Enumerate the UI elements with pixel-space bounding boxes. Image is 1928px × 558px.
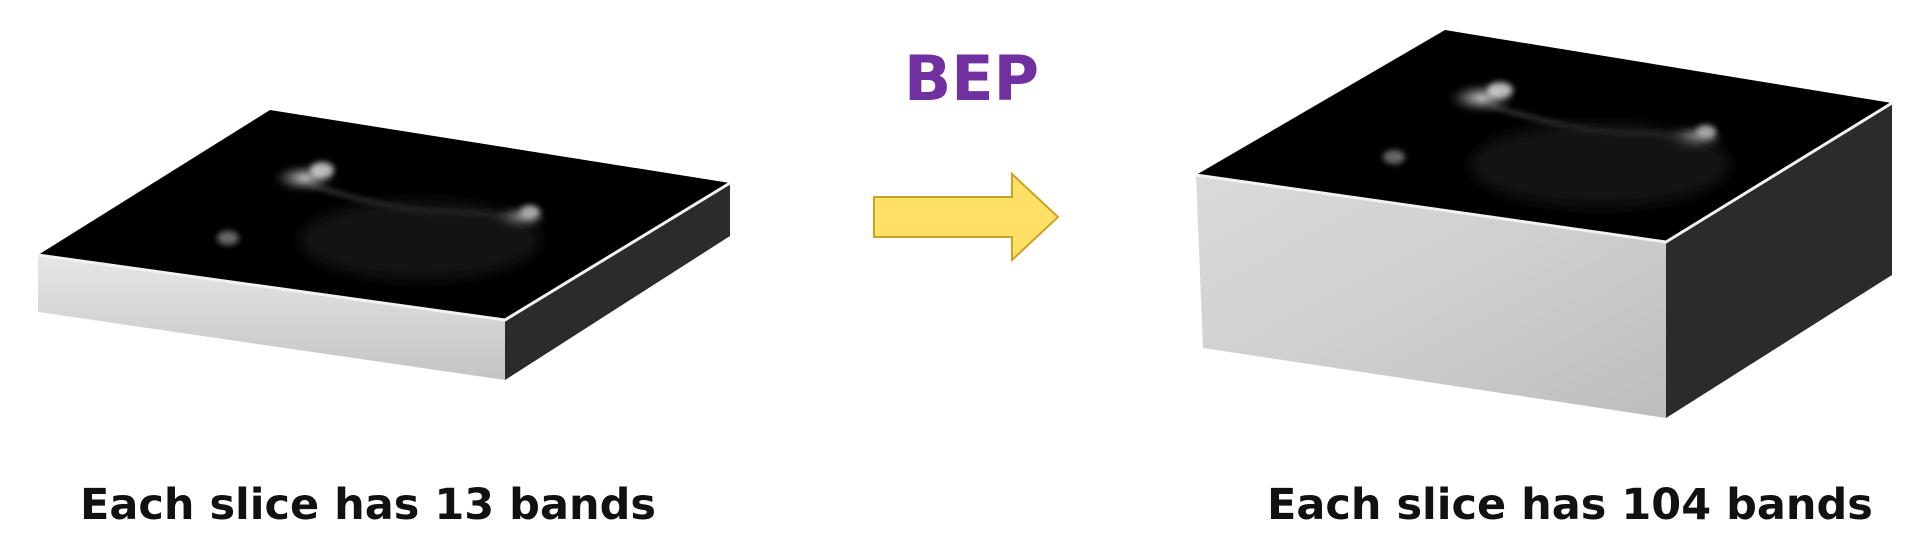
- output-slab-top-edge: [1195, 101, 1893, 244]
- output-slab-side-face: [1666, 103, 1892, 418]
- arrow-shape: [873, 171, 1060, 263]
- bep-label: BEP: [904, 42, 1040, 115]
- input-slab-top-edge: [37, 181, 731, 322]
- input-slab-image: [217, 162, 548, 280]
- transform-arrow: [873, 171, 1060, 263]
- output-caption: Each slice has 104 bands: [1267, 480, 1873, 530]
- output-slab-front-face: [1196, 175, 1666, 418]
- input-caption: Each slice has 13 bands: [80, 480, 656, 530]
- input-slab-side-face: [505, 183, 730, 380]
- output-slab: [1195, 30, 1893, 418]
- input-slab: [37, 110, 731, 380]
- output-slab-image: [1383, 82, 1730, 207]
- input-slab-front-face: [38, 255, 505, 380]
